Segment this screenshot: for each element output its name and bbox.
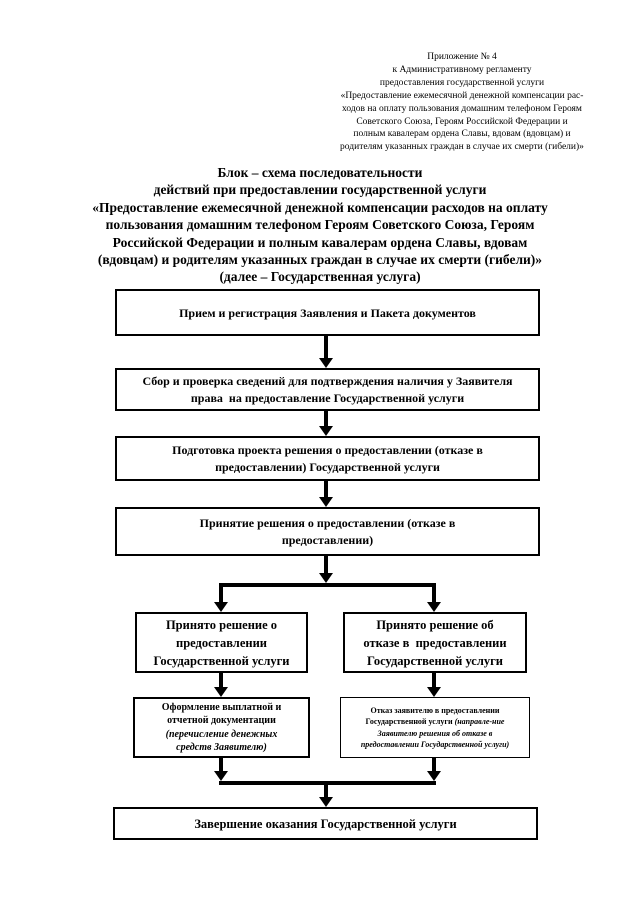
step-payout-text: Оформление выплатной и <box>161 701 282 713</box>
step-approved-text: Государственной услуги <box>153 653 290 668</box>
step-denied-box: Принято решение об отказе в предоставлен… <box>343 612 527 673</box>
arrow-refusal-to-merge <box>432 758 436 771</box>
arrow-decision-to-split <box>324 556 328 573</box>
step-refusal-box: Отказ заявителю в предоставлении Государ… <box>340 697 530 758</box>
annex-header: Приложение № 4 к Административному регла… <box>300 51 624 154</box>
arrow-payout-to-merge <box>219 758 223 771</box>
step-approved-box: Принято решение о предоставлении Государ… <box>135 612 308 673</box>
annex-header-line: предоставления государственной услуги <box>379 77 545 88</box>
step-reception-box: Прием и регистрация Заявления и Пакета д… <box>115 289 540 336</box>
arrow-split-to-denied <box>432 583 436 602</box>
step-refusal-note: Заявителю решения об отказе в <box>377 728 493 738</box>
step-refusal-text-plain: Государственной услуги <box>365 717 455 726</box>
split-connector-line <box>219 583 436 587</box>
annex-header-line: «Предоставление ежемесячной денежной ком… <box>340 90 584 101</box>
page-title-line: (далее – Государственная услуга) <box>219 269 421 285</box>
step-refusal-text: Государственной услуги (направле-ние <box>366 716 505 728</box>
step-denied-text: Государственной услуги <box>367 653 503 668</box>
step-approved-text: Принято решение о <box>165 617 278 632</box>
arrow-approved-to-payout <box>219 673 223 687</box>
arrow-split-to-approved <box>219 583 223 602</box>
step-decision-box: Принятие решения о предоставлении (отказ… <box>115 507 540 556</box>
page-title-line: Блок – схема последовательности <box>217 165 423 180</box>
step-decision-text: предоставлении) <box>281 532 374 547</box>
step-verification-text: Сбор и проверка сведений для подтвержден… <box>142 373 513 388</box>
step-payout-text: отчетной документации <box>167 715 276 726</box>
step-refusal-note: (направле-ние <box>454 717 505 726</box>
step-refusal-note: предоставлении Государственной услуги) <box>360 740 510 749</box>
step-refusal-text: Отказ заявителю в предоставлении <box>370 705 500 715</box>
annex-header-line: ходов на оплату пользования домашним тел… <box>342 103 582 114</box>
step-reception-text: Прием и регистрация Заявления и Пакета д… <box>179 305 476 320</box>
arrow-merge-to-completion <box>324 785 328 797</box>
step-draft-decision-text: Подготовка проекта решения о предоставле… <box>172 442 483 457</box>
page-title-line: пользования домашним телефоном Героям Со… <box>105 217 535 233</box>
arrow-reception-to-verification <box>324 336 328 358</box>
step-denied-text: отказе в предоставлении <box>363 635 507 650</box>
step-payout-box: Оформление выплатной и отчетной документ… <box>133 697 310 758</box>
annex-header-line: родителям указанных граждан в случае их … <box>340 142 584 153</box>
merge-connector-line <box>219 781 436 785</box>
arrow-denied-to-refusal <box>432 673 436 687</box>
step-decision-text: Принятие решения о предоставлении (отказ… <box>199 515 456 530</box>
annex-header-line: Приложение № 4 <box>427 52 497 62</box>
annex-header-line: к Административному регламенту <box>392 64 532 75</box>
page-title-line: действий при предоставлении государствен… <box>153 182 487 198</box>
page-title: Блок – схема последовательности действий… <box>12 164 628 286</box>
arrow-verification-to-draft <box>324 411 328 426</box>
step-payout-note: (перечисление денежных <box>165 728 278 740</box>
page-title-line: (вдовцам) и родителям указанных граждан … <box>97 252 543 268</box>
page-title-line: Российской Федерации и полным кавалерам … <box>112 234 528 250</box>
step-approved-text: предоставлении <box>176 635 267 650</box>
step-verification-box: Сбор и проверка сведений для подтвержден… <box>115 368 540 411</box>
step-completion-text: Завершение оказания Государственной услу… <box>194 816 457 831</box>
step-verification-text: права на предоставление Государственной … <box>190 390 465 405</box>
annex-header-line: Советского Союза, Героям Российской Феде… <box>356 116 568 127</box>
step-completion-box: Завершение оказания Государственной услу… <box>113 807 538 840</box>
annex-header-line: полным кавалерам ордена Славы, вдовам (в… <box>353 129 571 140</box>
page-title-line: «Предоставление ежемесячной денежной ком… <box>92 199 548 215</box>
step-draft-decision-text: предоставлении) Государственной услуги <box>215 459 440 474</box>
step-denied-text: Принято решение об <box>376 617 494 632</box>
step-draft-decision-box: Подготовка проекта решения о предоставле… <box>115 436 540 481</box>
arrow-draft-to-decision <box>324 481 328 497</box>
step-payout-note: средств Заявителю) <box>176 742 267 753</box>
